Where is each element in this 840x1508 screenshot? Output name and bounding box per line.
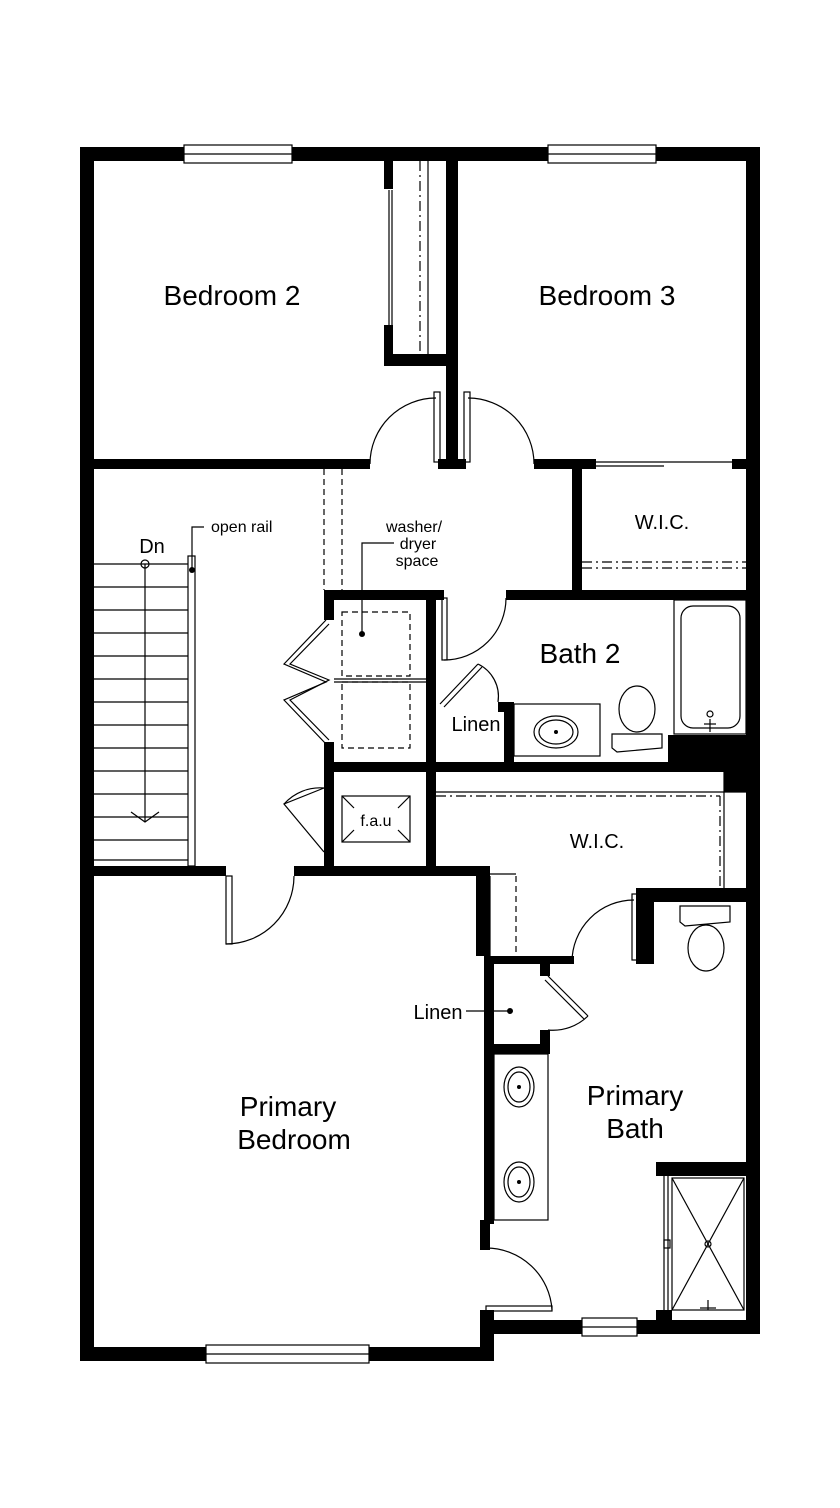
doors <box>225 391 746 1312</box>
label-linen-bath2: Linen <box>452 714 501 736</box>
label-stairs-dn: Dn <box>139 536 165 558</box>
label-linen-primary: Linen <box>414 1002 463 1024</box>
stairs <box>94 526 204 867</box>
label-washer-line2: dryer <box>400 536 437 553</box>
interior-walls <box>80 154 760 1330</box>
label-primary-bedroom-line1: Primary <box>240 1091 336 1122</box>
label-washer-line1: washer/ <box>385 519 443 536</box>
primary-bath-fixtures <box>466 905 745 1311</box>
fau-unit <box>341 795 411 843</box>
label-open-rail: open rail <box>211 519 272 536</box>
bedroom2-closet <box>388 161 429 354</box>
label-wic-upper: W.I.C. <box>635 512 689 534</box>
label-primary-bedroom-line2: Bedroom <box>237 1124 351 1155</box>
washer-dryer <box>323 469 426 749</box>
bath2-fixtures <box>513 599 747 757</box>
label-bedroom2: Bedroom 2 <box>164 280 301 311</box>
label-washer-line3: space <box>396 553 439 570</box>
label-bath2: Bath 2 <box>540 638 621 669</box>
label-primary-bath-line2: Bath <box>606 1113 664 1144</box>
label-primary-bath-line1: Primary <box>587 1080 683 1111</box>
room-labels: Bedroom 2 Bedroom 3 W.I.C. washer/ dryer… <box>139 280 689 1155</box>
label-bedroom3: Bedroom 3 <box>539 280 676 311</box>
windows <box>183 144 657 1364</box>
label-wic-lower: W.I.C. <box>570 831 624 853</box>
label-fau: f.a.u <box>360 813 391 830</box>
